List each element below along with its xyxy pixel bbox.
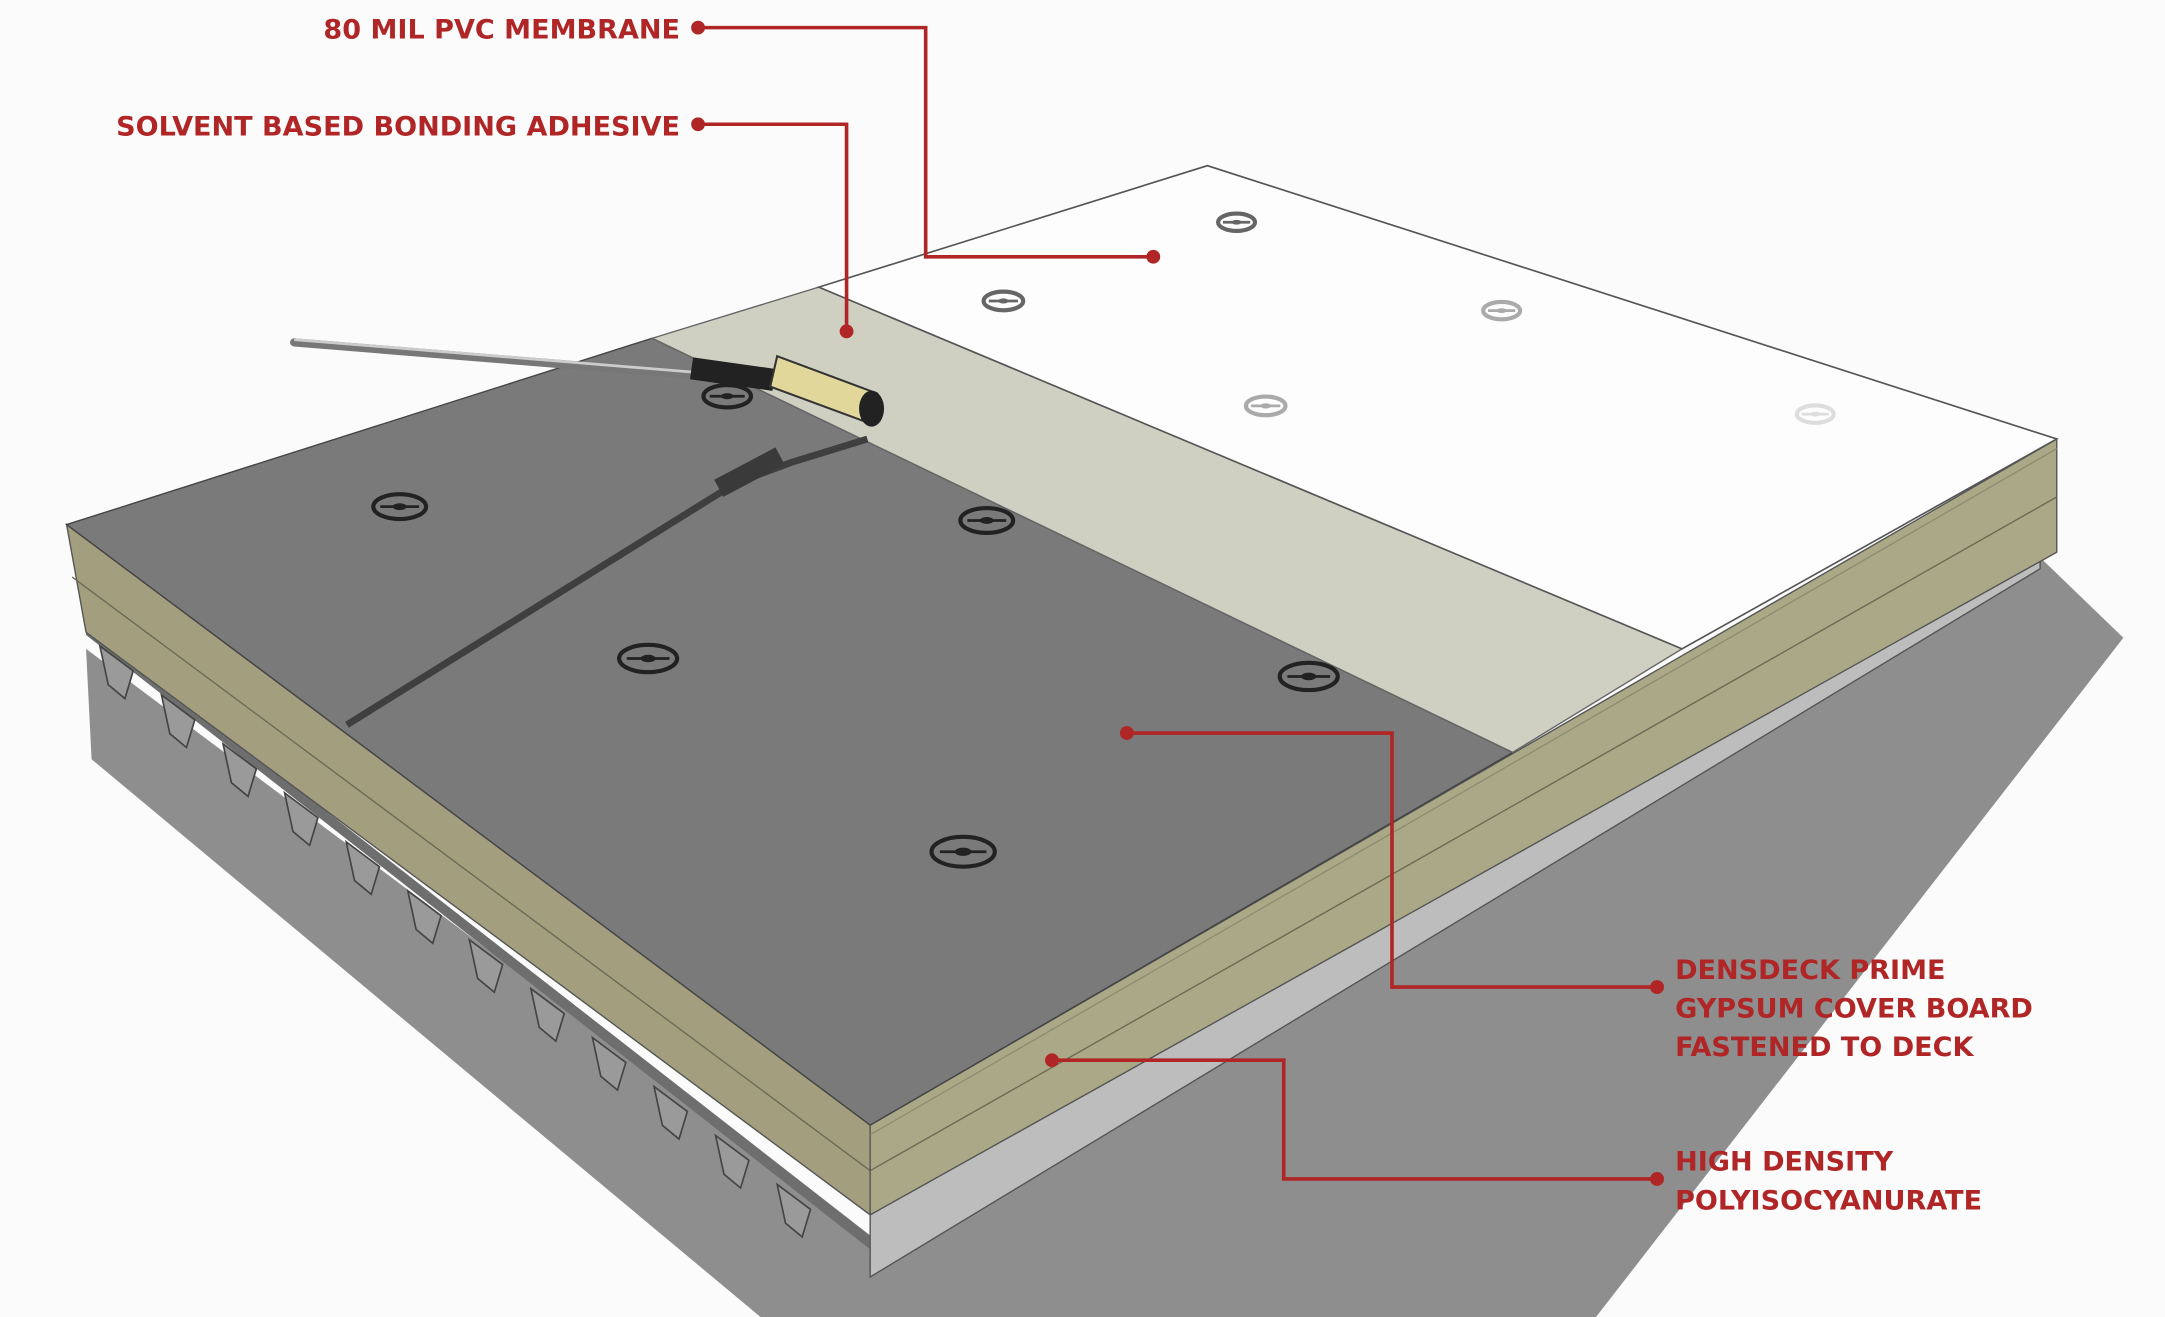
callout-adhesive: SOLVENT BASED BONDING ADHESIVE [116, 111, 854, 339]
leader-line [1126, 731, 1658, 989]
deck-flute [714, 1133, 750, 1190]
fastener-plate-icon [958, 505, 1016, 535]
callout-insulation: HIGH DENSITY POLYISOCYANURATE [1045, 1053, 1982, 1216]
insulation-layers [65, 437, 2058, 1217]
callout-cover-board: DENSDECK PRIME GYPSUM COVER BOARD FASTEN… [1119, 726, 2033, 1063]
fastener-plate-icon [1481, 299, 1523, 322]
callout-label: SOLVENT BASED BONDING ADHESIVE [116, 111, 680, 142]
fastener-plate-icon [1277, 660, 1340, 693]
fastener-plate-icon [701, 382, 754, 410]
deck-flute [468, 937, 504, 994]
metal-deck [86, 544, 2041, 1279]
callout-membrane: 80 MIL PVC MEMBRANE [323, 15, 1161, 264]
callout-label: FASTENED TO DECK [1675, 1032, 1974, 1063]
shadow [86, 546, 2124, 1317]
fasteners [371, 211, 1836, 869]
deck-flute [221, 741, 258, 798]
fastener-plate-icon [1794, 403, 1836, 425]
fastener-plate-icon [1216, 211, 1258, 234]
leader-line [1051, 1058, 1658, 1181]
deck-flute [529, 986, 566, 1043]
deck-flute [591, 1035, 627, 1092]
leader-line [698, 122, 849, 332]
fastener-plate-icon [981, 289, 1026, 313]
deck-flute [160, 693, 196, 749]
deck-flute [775, 1182, 812, 1239]
deck-flute [652, 1084, 689, 1141]
callout-label: DENSDECK PRIME [1675, 955, 1945, 986]
roller-tool [290, 338, 885, 728]
insulation-front-side [869, 437, 2058, 1217]
deck-flute [283, 790, 319, 847]
fastener-plate-icon [1243, 394, 1288, 418]
callout-label: 80 MIL PVC MEMBRANE [323, 15, 680, 46]
fastener-plate-icon [371, 492, 429, 522]
callout-label: HIGH DENSITY [1675, 1147, 1894, 1178]
deck-flute [406, 888, 443, 945]
pvc-membrane [816, 164, 2059, 650]
deck-flute [344, 839, 381, 896]
callout-label: POLYISOCYANURATE [1675, 1185, 1982, 1216]
callout-label: GYPSUM COVER BOARD [1675, 993, 2033, 1024]
leader-line [698, 25, 1154, 259]
deck-flute [98, 644, 135, 700]
fastener-plate-icon [617, 642, 680, 675]
fastener-plate-icon [929, 834, 997, 869]
